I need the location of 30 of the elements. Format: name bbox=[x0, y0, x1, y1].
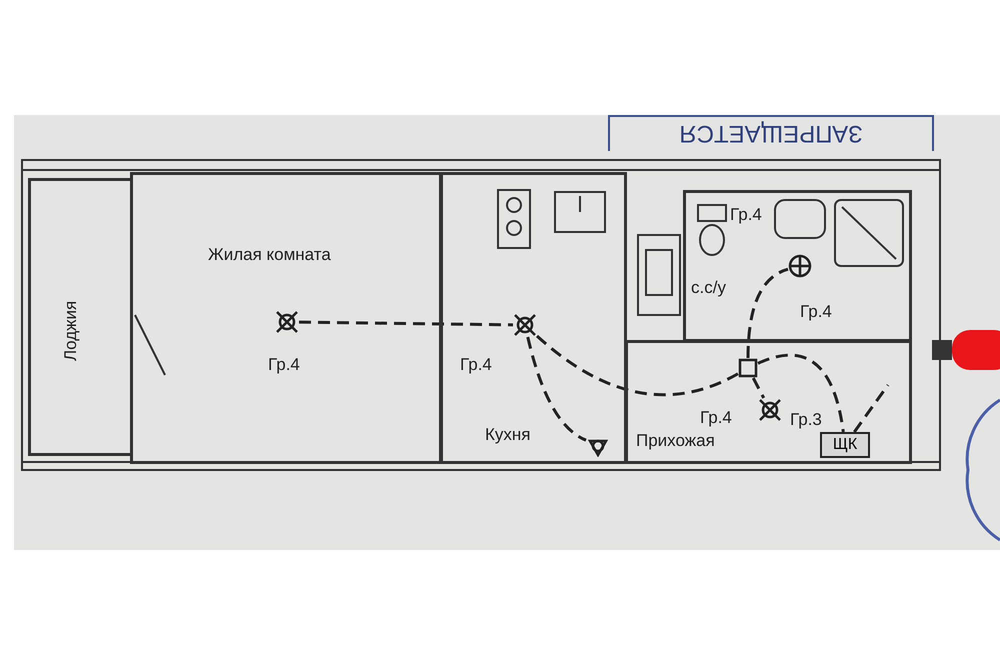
room-label: Лоджия bbox=[61, 300, 81, 361]
room-outline bbox=[28, 178, 133, 456]
wiring-line bbox=[298, 320, 514, 326]
group-label: Гр.4 bbox=[700, 408, 732, 428]
lamp-icon bbox=[788, 254, 812, 278]
room-outline bbox=[625, 340, 912, 464]
wiring-line bbox=[757, 354, 845, 432]
group-label: Гр.4 bbox=[730, 205, 762, 225]
room-label: Прихожая bbox=[636, 431, 715, 451]
wiring-line bbox=[536, 334, 739, 396]
room-label: Жилая комната bbox=[208, 245, 331, 265]
group-label: Гр.4 bbox=[268, 355, 300, 375]
wiring-line bbox=[746, 268, 788, 358]
group-label: Гр.4 bbox=[460, 355, 492, 375]
ceiling-lamp-icon bbox=[275, 310, 299, 334]
room-outline bbox=[440, 172, 627, 464]
ceiling-lamp-icon bbox=[758, 398, 782, 422]
electrical-panel: ЩК bbox=[820, 432, 870, 458]
group-label: Гр.4 bbox=[800, 302, 832, 322]
junction-box-icon bbox=[738, 358, 758, 378]
wiring-line bbox=[526, 336, 587, 442]
room-label: Кухня bbox=[485, 425, 530, 445]
group-label: Гр.3 bbox=[790, 410, 822, 430]
notice-stamp: ЗАПРЕЩАЕТСЯ bbox=[608, 115, 934, 151]
wiring-line bbox=[853, 384, 890, 433]
wiring-line bbox=[752, 377, 766, 399]
room-label: с.с/у bbox=[691, 278, 726, 298]
room-outline bbox=[130, 172, 442, 464]
ceiling-lamp-icon bbox=[513, 313, 537, 337]
room-outline bbox=[683, 190, 912, 342]
